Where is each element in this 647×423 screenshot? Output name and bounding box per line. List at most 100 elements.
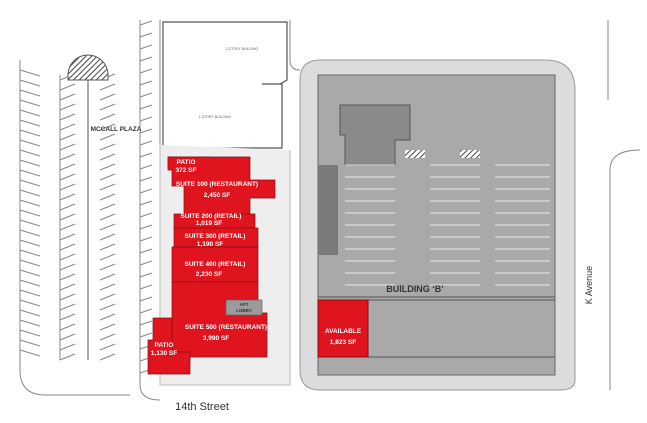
parking-stall-line [19, 159, 41, 167]
parking-stall-line [59, 113, 76, 121]
parking-stall-line [59, 323, 76, 331]
available-name: AVAILABLE [325, 328, 362, 335]
patio-2 [147, 317, 191, 375]
parking-stall-line [59, 193, 76, 201]
parking-stall-line [59, 163, 76, 171]
building-b-label: BUILDING ‘B’ [386, 284, 444, 294]
parking-stall-line [99, 83, 116, 91]
parking-stall-line [19, 169, 41, 177]
parking-stall-line [139, 260, 153, 266]
parking-stall-line [59, 83, 76, 91]
parking-stall-line [139, 248, 153, 254]
parking-stall-line [19, 109, 41, 117]
parking-stall-line [99, 113, 116, 121]
parking-stall-line [139, 20, 153, 26]
parking-stall-line [19, 299, 41, 307]
parking-stall-line [139, 332, 153, 338]
suite-500-area: 3,990 SF [203, 335, 229, 342]
plaza-label: MCCALL PLAZA [91, 126, 142, 133]
parking-stall-line [139, 176, 153, 182]
parking-stall-line [139, 320, 153, 326]
parking-stall-line [99, 293, 116, 301]
parking-stall-line [139, 164, 153, 170]
parking-stall-line [59, 273, 76, 281]
parking-stall-line [99, 143, 116, 151]
parking-stall-line [59, 343, 76, 351]
apt-lobby [225, 299, 263, 316]
parking-stall-line [99, 183, 116, 191]
parking-stall-line [59, 213, 76, 221]
parking-stall-line [139, 212, 153, 218]
parking-stall-line [139, 92, 153, 98]
parking-stall-line [99, 123, 116, 131]
parking-stall-line [139, 56, 153, 62]
parking-stall-line [99, 153, 116, 161]
suite-400-name: SUITE 400 (RETAIL) [185, 261, 246, 268]
parking-stall-line [139, 44, 153, 50]
parking-stall-line [59, 333, 76, 341]
suite-400-area: 2,230 SF [196, 271, 222, 278]
parking-stall-line [59, 143, 76, 151]
parking-stall-line [99, 273, 116, 281]
suite-200-area: 1,019 SF [196, 220, 222, 227]
parking-stall-line [99, 213, 116, 221]
patio-2-name: PATIO [155, 342, 174, 349]
parking-stall-line [139, 116, 153, 122]
parking-stall-line [99, 323, 116, 331]
parking-stall-line [19, 319, 41, 327]
upper-building-bottom-label: 1-STORY BUILDING [199, 115, 232, 119]
parking-stall-line [59, 203, 76, 211]
parking-stall-line [139, 296, 153, 302]
parking-stall-line [139, 80, 153, 86]
parking-stall-line [139, 140, 153, 146]
parking-stall-line [19, 269, 41, 277]
available-area: 1,823 SF [330, 339, 356, 346]
suite-100-area: 2,450 SF [204, 192, 230, 199]
building-b-block: BUILDING ‘B’ AVAILABLE 1,823 SF [299, 59, 576, 391]
parking-stall-line [19, 259, 41, 267]
parking-stall-line [19, 279, 41, 287]
parking-stall-line [19, 149, 41, 157]
parking-stall-line [19, 349, 41, 357]
parking-stall-line [59, 313, 76, 321]
parking-stall-line [99, 233, 116, 241]
parking-stall-line [19, 79, 41, 87]
patio-1-name: PATIO [177, 159, 196, 166]
parking-stall-line [99, 223, 116, 231]
suite-500-name: SUITE 500 (RESTAURANT) [185, 324, 267, 331]
parking-stall-line [99, 163, 116, 171]
parking-stall-line [59, 353, 76, 361]
available-suite [317, 299, 369, 358]
parking-stall-line [139, 200, 153, 206]
apt-lobby-line1: APT [240, 302, 249, 307]
parking-stall-line [59, 233, 76, 241]
parking-stall-line [59, 133, 76, 141]
left-parking-lot [19, 20, 161, 401]
parking-stall-line [19, 239, 41, 247]
parking-stall-line [139, 308, 153, 314]
parking-stall-line [59, 303, 76, 311]
parking-stall-line [59, 243, 76, 251]
parking-stall-line [99, 353, 116, 361]
retail-suites [147, 156, 276, 375]
suite-labels: PATIO 372 SF SUITE 100 (RESTAURANT) 2,45… [151, 159, 267, 357]
parking-stall-line [99, 243, 116, 251]
parking-stall-line [19, 329, 41, 337]
parking-stall-line [19, 339, 41, 347]
parking-stall-line [19, 99, 41, 107]
patio-1-area: 372 SF [176, 167, 197, 174]
parking-stall-line [59, 173, 76, 181]
parking-stall-line [139, 272, 153, 278]
parking-stall-line [139, 128, 153, 134]
parking-stall-line [19, 199, 41, 207]
suite-300-area: 1,190 SF [197, 241, 223, 248]
parking-stall-line [99, 313, 116, 321]
parking-stall-line [19, 179, 41, 187]
parking-stall-line [59, 123, 76, 131]
street-label-k-avenue: K Avenue [584, 266, 594, 304]
parking-stall-line [139, 152, 153, 158]
parking-stall-line [139, 236, 153, 242]
parking-stall-line [99, 133, 116, 141]
parking-stall-line [99, 193, 116, 201]
parking-stall-line [19, 129, 41, 137]
